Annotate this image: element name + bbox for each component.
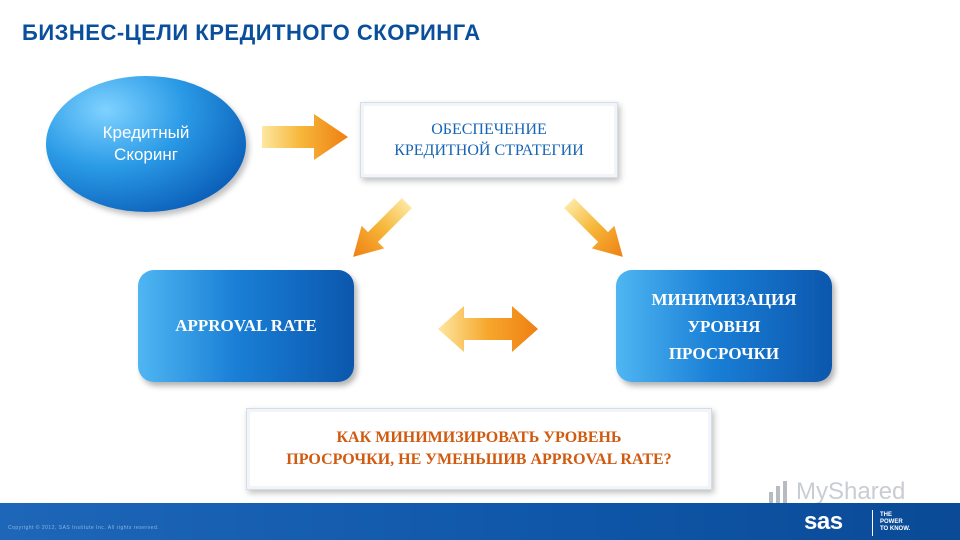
minimize-line-1: МИНИМИЗАЦИЯ xyxy=(651,289,797,309)
minimize-delinquency-box: МИНИМИЗАЦИЯ УРОВНЯ ПРОСРОЧКИ xyxy=(616,270,832,382)
tagline-line-1: THE xyxy=(880,512,892,518)
arrow-right-icon xyxy=(262,114,348,160)
minimize-line-3: ПРОСРОЧКИ xyxy=(668,343,780,363)
watermark-text: MyShared xyxy=(796,478,906,505)
credit-scoring-ellipse: Кредитный Скоринг xyxy=(46,76,246,212)
tagline-line-3: TO KNOW. xyxy=(880,526,911,532)
approval-rate-box: APPROVAL RATE xyxy=(138,270,354,382)
page-title: БИЗНЕС-ЦЕЛИ КРЕДИТНОГО СКОРИНГА xyxy=(22,20,481,45)
approval-label: APPROVAL RATE xyxy=(175,316,317,335)
sas-tagline: THE POWER TO KNOW. xyxy=(880,512,910,533)
double-arrow-icon xyxy=(438,306,538,352)
question-line-1: КАК МИНИМИЗИРОВАТЬ УРОВЕНЬ xyxy=(336,429,622,446)
strategy-line-2: КРЕДИТНОЙ СТРАТЕГИИ xyxy=(394,142,584,159)
tagline-line-2: POWER xyxy=(880,519,903,525)
footer-bar xyxy=(0,503,960,540)
copyright-text: Copyright © 2012, SAS Institute Inc. All… xyxy=(8,525,160,531)
strategy-box: ОБЕСПЕЧЕНИЕ КРЕДИТНОЙ СТРАТЕГИИ xyxy=(360,102,618,178)
arrow-down-left-icon xyxy=(353,198,412,257)
logo-divider xyxy=(872,510,873,536)
ellipse-line-2: Скоринг xyxy=(114,145,178,164)
minimize-line-2: УРОВНЯ xyxy=(687,316,761,336)
question-box: КАК МИНИМИЗИРОВАТЬ УРОВЕНЬ ПРОСРОЧКИ, НЕ… xyxy=(246,408,712,490)
ellipse-line-1: Кредитный xyxy=(102,123,190,142)
strategy-line-1: ОБЕСПЕЧЕНИЕ xyxy=(431,121,547,138)
arrow-down-right-icon xyxy=(564,198,623,257)
question-line-2: ПРОСРОЧКИ, НЕ УМЕНЬШИВ APPROVAL RATE? xyxy=(286,451,672,468)
sas-logo-text: sas xyxy=(804,508,843,535)
watermark-icon xyxy=(769,481,787,504)
sas-logo-icon: sas xyxy=(804,508,843,536)
